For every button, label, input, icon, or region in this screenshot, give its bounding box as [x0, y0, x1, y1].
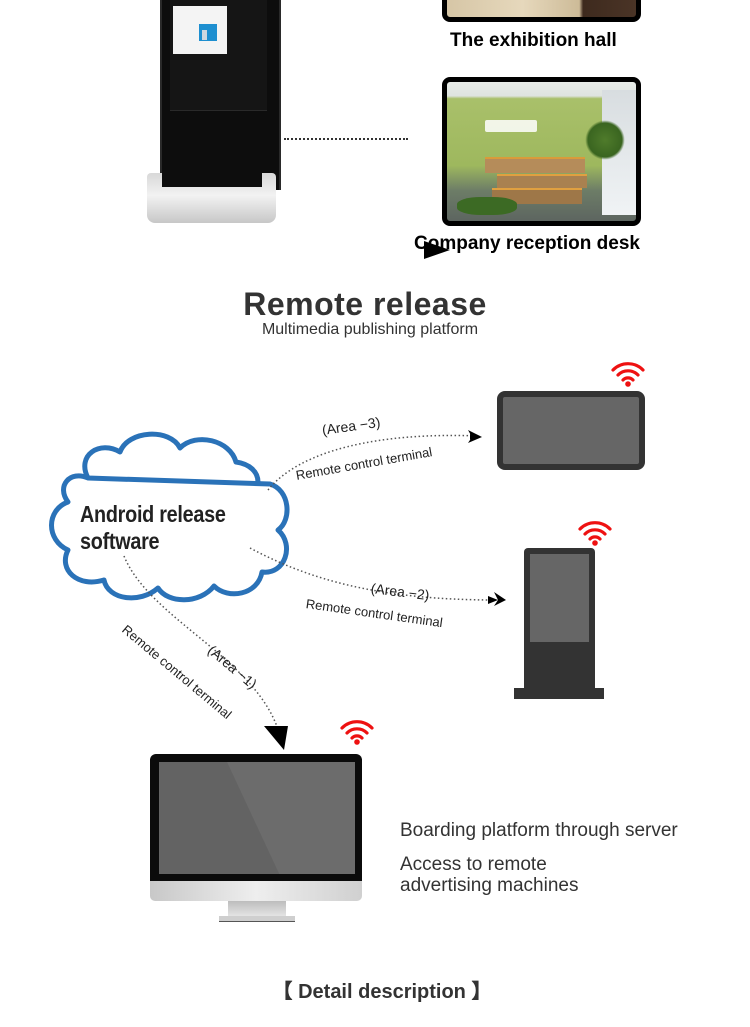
tablet-display [497, 391, 645, 470]
monitor-chin [150, 881, 362, 901]
connector-dotted-line [284, 138, 408, 140]
reception-desk-plank [485, 157, 585, 173]
section-subtitle: Multimedia publishing platform [261, 321, 479, 338]
monitor-screen [159, 762, 355, 874]
arrow-right-icon [468, 430, 482, 443]
reception-desk-plank [492, 188, 582, 204]
note-boarding-platform: Boarding platform through server [400, 820, 678, 841]
connector-area-2 [249, 547, 498, 604]
photo-reception-desk [442, 77, 641, 226]
monitor-stand [228, 901, 286, 917]
caption-reception-desk: Company reception desk [414, 233, 640, 254]
arrow-right-icon [424, 241, 450, 259]
monitor-foot [219, 916, 295, 922]
reception-tree [585, 120, 625, 160]
wifi-icon [340, 720, 374, 745]
desktop-monitor [150, 754, 362, 901]
note-advertising-machines: advertising machines [400, 875, 579, 896]
cloud-icon [49, 431, 290, 603]
reception-plants [457, 197, 517, 215]
detail-description-heading: 【 Detail description 】 [272, 981, 492, 1003]
photo-exhibition-hall [442, 0, 641, 22]
cloud-icon-arc [233, 459, 261, 485]
poster-logo [199, 24, 217, 41]
wifi-icon [578, 521, 612, 546]
kiosk-screen [530, 554, 589, 642]
cloud-label: Android release software [80, 501, 226, 555]
kiosk-poster [173, 6, 227, 54]
standing-kiosk [524, 548, 595, 690]
tablet-screen [503, 397, 639, 464]
connector-area-3 [267, 431, 480, 491]
kiosk-shelf [170, 70, 267, 111]
cloud-label-line2: software [80, 528, 160, 554]
note-access-remote: Access to remote [400, 854, 547, 875]
kiosk-base-joint [162, 173, 262, 187]
arrow-down-icon [264, 726, 288, 750]
caption-exhibition-hall: The exhibition hall [450, 30, 617, 51]
reception-wall-logo [485, 120, 537, 132]
cloud-label-line1: Android release [80, 501, 226, 527]
standing-kiosk-base [514, 688, 604, 699]
wifi-icon [611, 362, 645, 387]
reception-desk-plank [497, 174, 587, 188]
arrow-right-icon [494, 592, 506, 606]
section-title: Remote release [243, 286, 487, 322]
